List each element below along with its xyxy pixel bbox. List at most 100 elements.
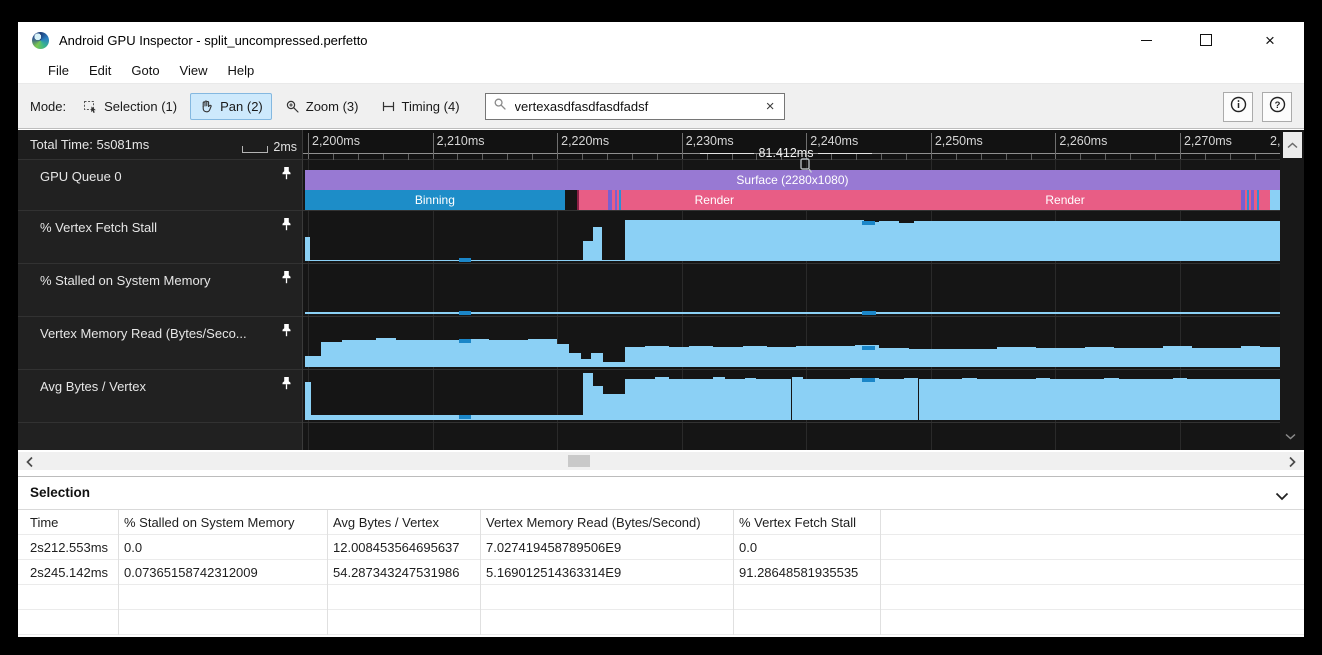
ruler-minor-tick bbox=[1204, 154, 1206, 160]
gridline bbox=[806, 264, 808, 316]
mode-button-selection[interactable]: Selection (1) bbox=[74, 93, 186, 120]
close-button[interactable]: × bbox=[1236, 22, 1304, 58]
table-cell: % Stalled on System Memory bbox=[124, 515, 295, 530]
table-cell: 2s212.553ms bbox=[30, 540, 109, 555]
gridline bbox=[1055, 423, 1057, 450]
gridline bbox=[930, 423, 932, 450]
menu-item-goto[interactable]: Goto bbox=[131, 63, 160, 78]
ruler-minor-tick bbox=[831, 154, 833, 160]
pin-icon[interactable] bbox=[280, 166, 293, 186]
track-row-0[interactable]: Surface (2280x1080)Binning Render Render bbox=[303, 160, 1280, 211]
slice-binning[interactable]: Binning bbox=[304, 190, 565, 210]
track-header-counter-1[interactable]: % Vertex Fetch Stall bbox=[18, 211, 302, 264]
ruler-major-tick bbox=[1179, 133, 1181, 159]
pin-icon[interactable] bbox=[280, 323, 293, 343]
gridline bbox=[681, 264, 683, 316]
track-header-counter-3[interactable]: Vertex Memory Read (Bytes/Seco... bbox=[18, 317, 302, 370]
table-cell: 54.287343247531986 bbox=[333, 565, 460, 580]
slice-label: Render bbox=[1045, 193, 1085, 207]
pin-icon[interactable] bbox=[280, 217, 293, 237]
ruler-tick-label: 2,250ms bbox=[934, 134, 983, 148]
selection-icon bbox=[83, 99, 98, 114]
minimize-button[interactable] bbox=[1116, 22, 1176, 58]
mode-button-group: Selection (1)Pan (2)Zoom (3)Timing (4) bbox=[74, 92, 472, 120]
menu-item-file[interactable]: File bbox=[48, 63, 69, 78]
ruler-minor-tick bbox=[955, 154, 957, 160]
counter-step bbox=[304, 312, 1280, 314]
track-name: % Vertex Fetch Stall bbox=[40, 220, 158, 235]
counter-step bbox=[602, 362, 626, 367]
slice-surface[interactable]: Surface (2280x1080) bbox=[304, 170, 1280, 190]
mode-button-timing[interactable]: Timing (4) bbox=[372, 93, 469, 120]
ruler-minor-tick bbox=[357, 154, 359, 160]
search-input[interactable] bbox=[512, 97, 764, 115]
gridline bbox=[806, 317, 808, 369]
track-row-2[interactable] bbox=[303, 264, 1280, 317]
gridline bbox=[1055, 264, 1057, 316]
slice-stripe bbox=[1270, 190, 1280, 210]
counter-step bbox=[1260, 347, 1280, 367]
track-row-3[interactable] bbox=[303, 317, 1280, 370]
counter-step bbox=[1240, 345, 1261, 367]
counter-step bbox=[583, 373, 594, 420]
menu-item-edit[interactable]: Edit bbox=[88, 63, 112, 78]
clear-search-button[interactable]: × bbox=[765, 97, 775, 115]
counter-step bbox=[713, 377, 726, 420]
track-row-1[interactable] bbox=[303, 211, 1280, 264]
scroll-up-button[interactable] bbox=[1283, 132, 1302, 158]
help-button[interactable]: ? bbox=[1262, 92, 1292, 122]
scrollbar-thumb[interactable] bbox=[568, 455, 590, 467]
ruler-minor-tick bbox=[856, 154, 858, 160]
counter-step bbox=[1035, 377, 1051, 420]
column-separator bbox=[118, 510, 119, 635]
chevron-left-icon bbox=[25, 455, 35, 472]
counter-step bbox=[395, 339, 460, 367]
ruler-minor-tick bbox=[781, 154, 783, 160]
track-row-4[interactable] bbox=[303, 370, 1280, 423]
vertical-scrollbar[interactable] bbox=[1280, 130, 1304, 450]
ruler-tick-label: 2,260ms bbox=[1059, 134, 1108, 148]
timeline[interactable]: Total Time: 5s081ms 2ms GPU Queue 0% Ver… bbox=[18, 130, 1304, 450]
gridline bbox=[557, 317, 559, 369]
column-separator bbox=[733, 510, 734, 635]
scroll-right-button[interactable] bbox=[1287, 455, 1297, 473]
info-icon bbox=[1230, 96, 1247, 118]
mode-button-zoom[interactable]: Zoom (3) bbox=[276, 93, 368, 120]
search-box: × bbox=[484, 92, 785, 120]
ruler-major-tick bbox=[432, 133, 434, 159]
counter-step bbox=[879, 379, 904, 420]
gridline bbox=[432, 211, 434, 263]
ruler-major-tick bbox=[1055, 133, 1057, 159]
info-button[interactable] bbox=[1223, 92, 1253, 122]
pin-icon[interactable] bbox=[280, 270, 293, 290]
counter-step bbox=[459, 338, 489, 367]
slice-label: Render bbox=[694, 193, 734, 207]
menu-item-view[interactable]: View bbox=[179, 63, 208, 78]
slice-render[interactable]: Render bbox=[578, 190, 851, 210]
ruler-major-tick bbox=[557, 133, 559, 159]
collapse-panel-button[interactable] bbox=[1275, 488, 1289, 506]
track-header-counter-2[interactable]: % Stalled on System Memory bbox=[18, 264, 302, 317]
ruler-minor-tick bbox=[457, 154, 459, 160]
horizontal-scrollbar[interactable] bbox=[18, 452, 1304, 470]
slice-render[interactable]: Render bbox=[850, 190, 1280, 210]
menu-item-help[interactable]: Help bbox=[227, 63, 255, 78]
slice-stripe bbox=[607, 190, 612, 210]
table-cell: 5.169012514363314E9 bbox=[486, 565, 622, 580]
track-header-slices-0[interactable]: GPU Queue 0 bbox=[18, 160, 302, 211]
ruler-minor-tick bbox=[582, 154, 584, 160]
mode-button-pan[interactable]: Pan (2) bbox=[190, 92, 272, 120]
scroll-left-button[interactable] bbox=[25, 455, 35, 473]
scroll-down-button[interactable] bbox=[1285, 427, 1296, 445]
counter-step bbox=[918, 379, 963, 420]
slice-stripe bbox=[1250, 190, 1254, 210]
pin-icon[interactable] bbox=[280, 376, 293, 396]
track-header-counter-4[interactable]: Avg Bytes / Vertex bbox=[18, 370, 302, 423]
scale-bracket-icon bbox=[242, 146, 269, 153]
maximize-button[interactable] bbox=[1176, 22, 1236, 58]
counter-step bbox=[342, 339, 377, 367]
